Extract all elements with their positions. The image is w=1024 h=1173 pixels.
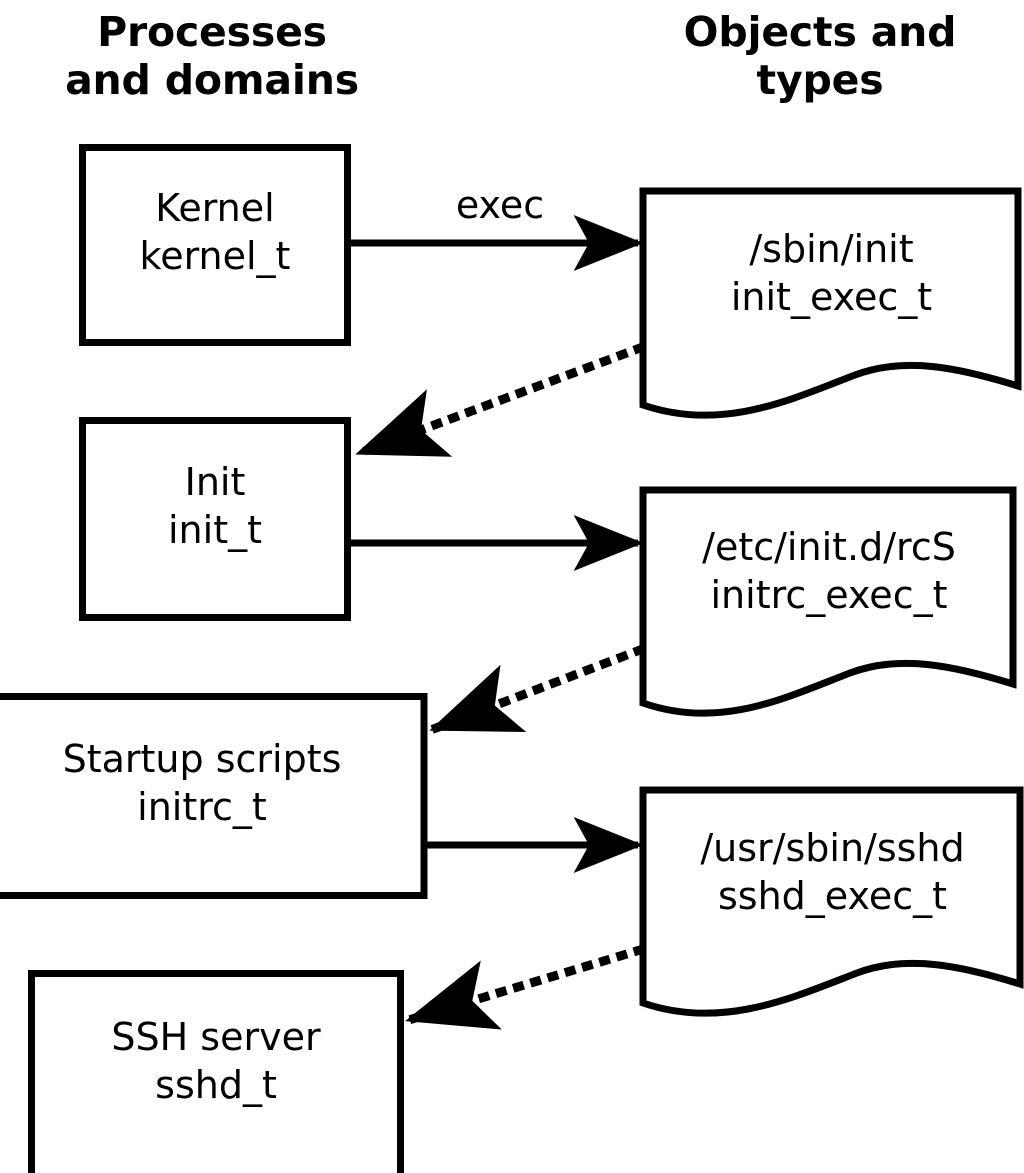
process-box-kernel[interactable] bbox=[79, 144, 351, 346]
object-doc-sshd-exec[interactable] bbox=[639, 786, 1024, 1017]
process-box-init[interactable] bbox=[79, 417, 351, 621]
object-doc-initrc-exec[interactable] bbox=[639, 486, 1017, 717]
edge-transition-init-exec-to-init bbox=[355, 342, 646, 458]
process-box-sshd[interactable] bbox=[28, 970, 404, 1173]
object-doc-init-exec[interactable] bbox=[639, 187, 1022, 419]
edge-label-exec: exec bbox=[455, 183, 545, 227]
edge-transition-sshd-exec-to-sshd bbox=[405, 944, 646, 1030]
column-heading-objects: Objects and types bbox=[683, 8, 957, 105]
edge-transition-initrc-exec-to-initrc bbox=[429, 644, 646, 734]
process-box-initrc[interactable] bbox=[0, 693, 428, 899]
column-heading-processes: Processes and domains bbox=[65, 8, 359, 105]
